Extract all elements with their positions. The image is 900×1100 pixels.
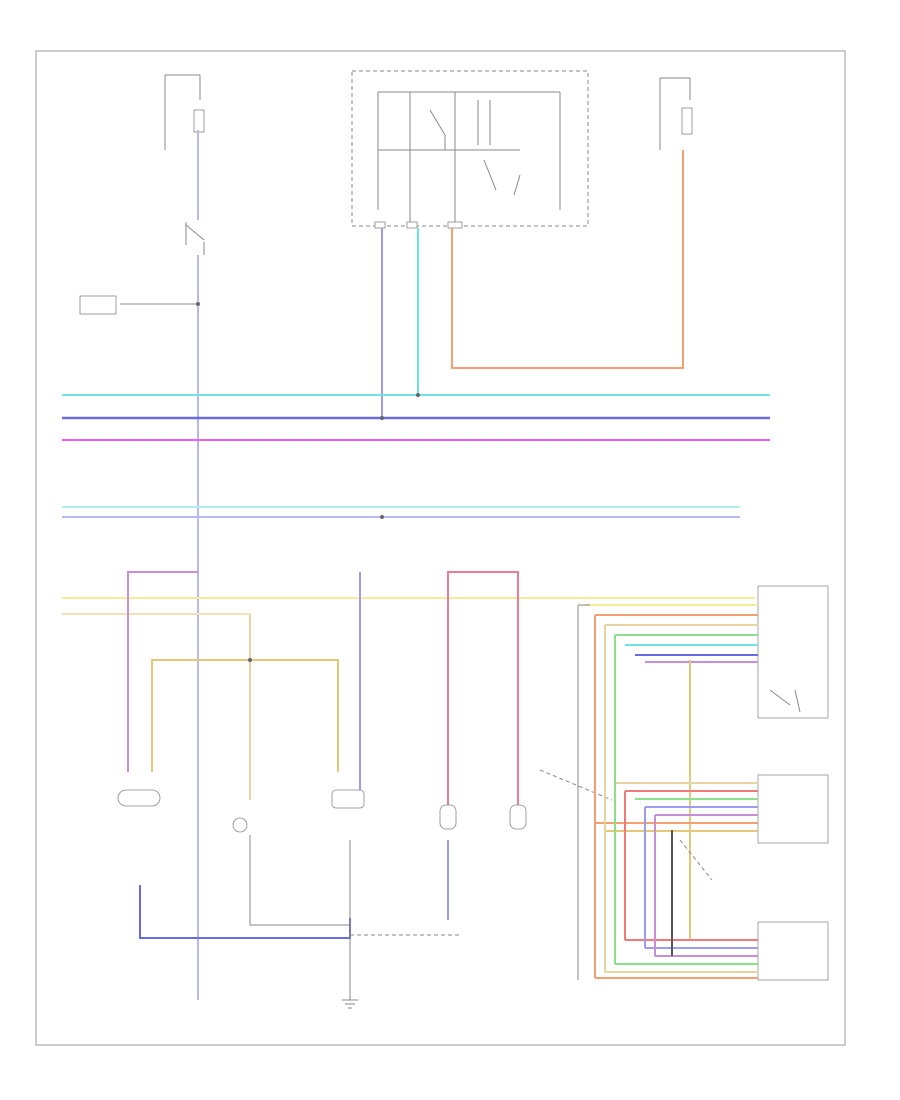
wire-blu-ground <box>139 885 351 939</box>
switch-symbol <box>185 222 205 255</box>
splice-dot <box>196 302 200 306</box>
control-module-box <box>351 70 589 229</box>
ground-symbol <box>342 999 358 1009</box>
trailer-connector-middle <box>539 769 829 844</box>
wire-vio-left <box>127 571 198 772</box>
trailer-connector-bottom <box>595 830 829 981</box>
relay-coil-symbol <box>477 100 521 196</box>
diagram-frame <box>35 50 846 1046</box>
right-trailer-lamp <box>509 804 527 830</box>
trailer-connector-top <box>585 585 829 940</box>
left-fuse-section <box>79 74 205 1000</box>
left-license-lamp <box>232 817 248 833</box>
relay-switch-symbol <box>429 109 446 150</box>
right-fuse-section <box>659 77 693 150</box>
wire-gray-ground <box>249 835 350 926</box>
right-lamp <box>331 789 365 809</box>
fuse-symbol-right <box>681 107 693 135</box>
wire-orn-loop <box>451 150 684 369</box>
left-trailer-lamp <box>439 804 457 830</box>
fuse-symbol <box>193 109 205 133</box>
wire-tan-loop <box>151 659 339 772</box>
wire-pnk-trailer <box>447 571 519 820</box>
left-lamp <box>117 789 161 807</box>
